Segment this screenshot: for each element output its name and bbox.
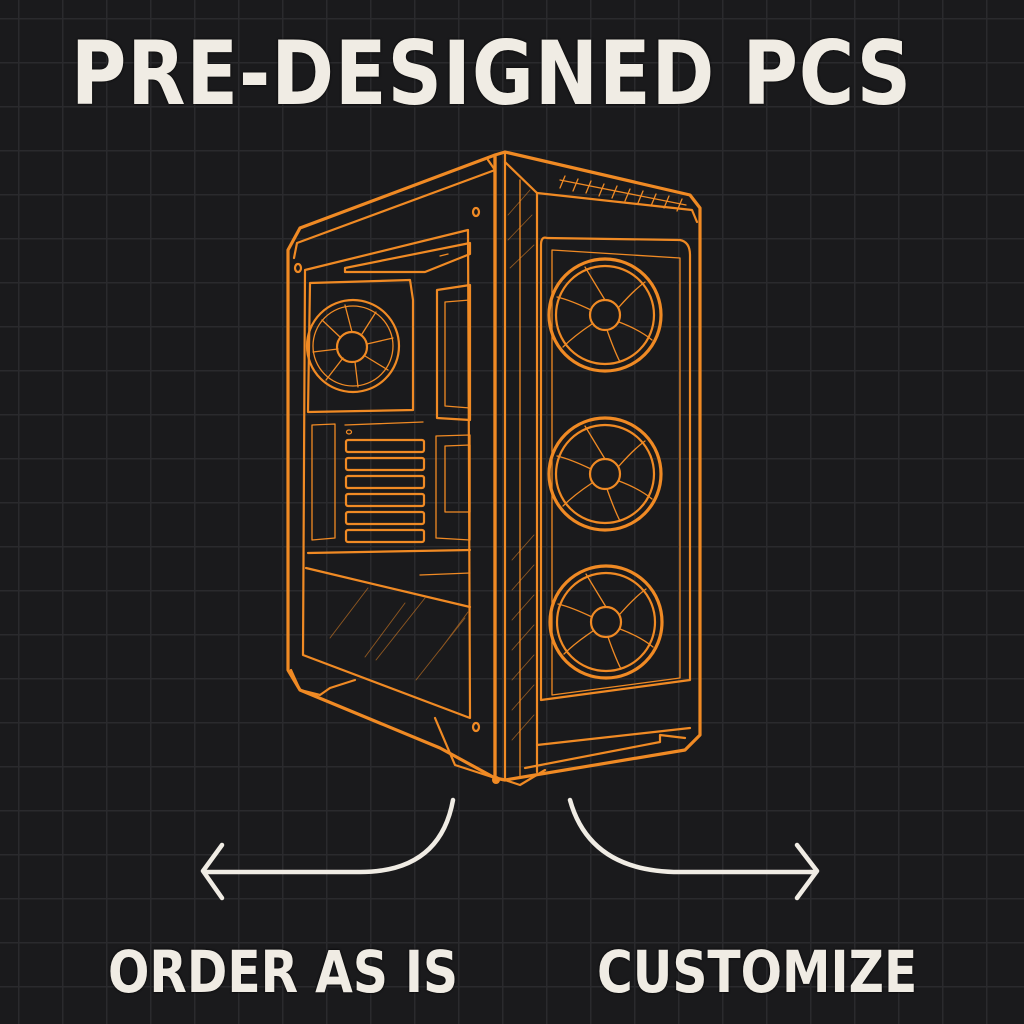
arrow-right-icon [567, 797, 820, 901]
pc-case-icon [286, 150, 702, 787]
customize-option[interactable]: CUSTOMIZE [597, 938, 918, 1006]
order-as-is-option[interactable]: ORDER AS IS [108, 938, 459, 1006]
arrow-left-icon [200, 797, 456, 901]
page-title: PRE-DESIGNED PCS [70, 22, 912, 125]
